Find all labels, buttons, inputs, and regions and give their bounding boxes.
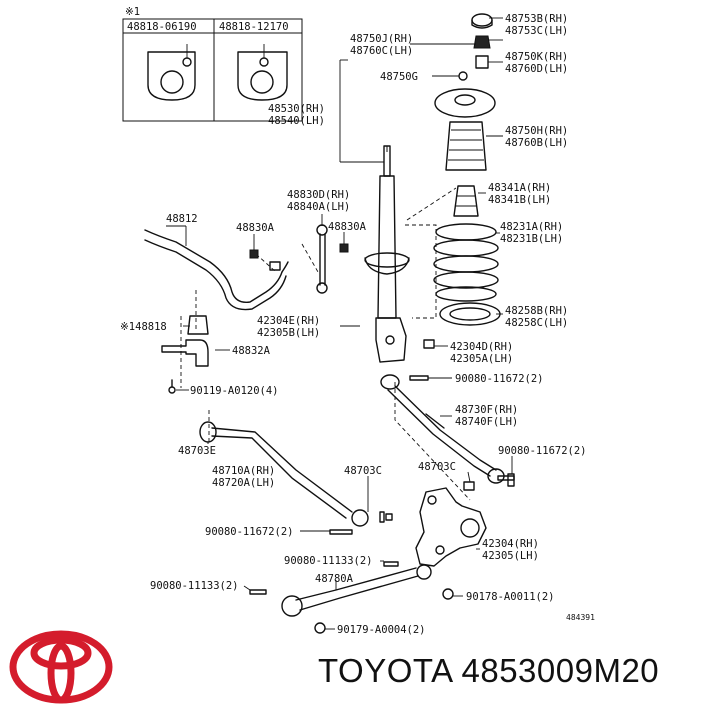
label-48231b: 48231B(LH) xyxy=(500,233,563,245)
inset-mark: ※1 xyxy=(125,6,140,18)
lower-arms xyxy=(199,339,515,634)
label-42304: 42304(RH) xyxy=(482,538,539,550)
label-48750j: 48750J(RH) xyxy=(350,33,413,45)
label-48830d: 48830D(RH) xyxy=(287,189,350,201)
label-42304d: 42304D(RH) xyxy=(450,341,513,353)
part-number: 4853009M20 xyxy=(461,652,660,689)
upper-mount-parts xyxy=(434,13,496,217)
label-90080-c: 90080-11672(2) xyxy=(205,526,294,538)
label-42304e: 42304E(RH) xyxy=(257,315,320,327)
label-48760c: 48760C(LH) xyxy=(350,45,413,57)
stabilizer-bar xyxy=(144,224,349,394)
label-42305b: 42305B(LH) xyxy=(257,327,320,339)
label-42305a: 42305A(LH) xyxy=(450,353,513,365)
toyota-logo xyxy=(9,630,113,704)
label-90080-a: 90080-11672(2) xyxy=(455,373,544,385)
brand-name: TOYOTA xyxy=(318,652,452,689)
label-42305: 42305(LH) xyxy=(482,550,539,562)
label-48703e: 48703E xyxy=(178,445,216,457)
label-48832a: 48832A xyxy=(232,345,271,357)
label-90119: 90119-A0120(4) xyxy=(190,385,279,397)
label-48703c-right: 48703C xyxy=(418,461,456,473)
label-48830a-left: 48830A xyxy=(236,222,275,234)
label-48740f: 48740F(LH) xyxy=(455,416,518,428)
assembly-lines xyxy=(180,187,471,501)
label-48812: 48812 xyxy=(166,213,198,225)
inset-part-right: 48818-12170 xyxy=(219,21,289,33)
label-48258c: 48258C(LH) xyxy=(505,317,568,329)
label-48750h: 48750H(RH) xyxy=(505,125,568,137)
label-48258b: 48258B(RH) xyxy=(505,305,568,317)
label-90080-e: 90080-11133(2) xyxy=(150,580,239,592)
label-48341a: 48341A(RH) xyxy=(488,182,551,194)
label-48530: 48530(RH) xyxy=(268,103,325,115)
label-48780a: 48780A xyxy=(315,573,354,585)
label-48730f: 48730F(RH) xyxy=(455,404,518,416)
shock-absorber xyxy=(364,145,410,363)
label-90080-d: 90080-11133(2) xyxy=(284,555,373,567)
label-48540: 48540(LH) xyxy=(268,115,325,127)
label-48750g: 48750G xyxy=(380,71,418,83)
product-caption: TOYOTA 4853009M20 xyxy=(318,652,659,690)
inset-box: ※1 48818-06190 48818-12170 xyxy=(122,6,303,122)
label-90179: 90179-A0004(2) xyxy=(337,624,426,636)
label-48830a-right: 48830A xyxy=(328,221,367,233)
knuckle xyxy=(415,487,487,567)
label-48341b: 48341B(LH) xyxy=(488,194,551,206)
label-48710a: 48710A(RH) xyxy=(212,465,275,477)
label-48231a: 48231A(RH) xyxy=(500,221,563,233)
label-48818: ※148818 xyxy=(120,321,167,333)
diagram-number: 484391 xyxy=(566,613,595,622)
label-48840a: 48840A(LH) xyxy=(287,201,350,213)
label-48703c-left: 48703C xyxy=(344,465,382,477)
inset-part-left: 48818-06190 xyxy=(127,21,197,33)
coil-spring xyxy=(433,223,501,326)
label-48750k: 48750K(RH) xyxy=(505,51,568,63)
leader-lines xyxy=(166,17,513,630)
label-48760b: 48760B(LH) xyxy=(505,137,568,149)
label-48720a: 48720A(LH) xyxy=(212,477,275,489)
label-48753c: 48753C(LH) xyxy=(505,25,568,37)
part-labels: 48753B(RH) 48753C(LH) 48750J(RH) 48760C(… xyxy=(120,13,595,636)
label-48760d: 48760D(LH) xyxy=(505,63,568,75)
label-90178: 90178-A0011(2) xyxy=(466,591,555,603)
label-48753b: 48753B(RH) xyxy=(505,13,568,25)
label-90080-b: 90080-11672(2) xyxy=(498,445,587,457)
